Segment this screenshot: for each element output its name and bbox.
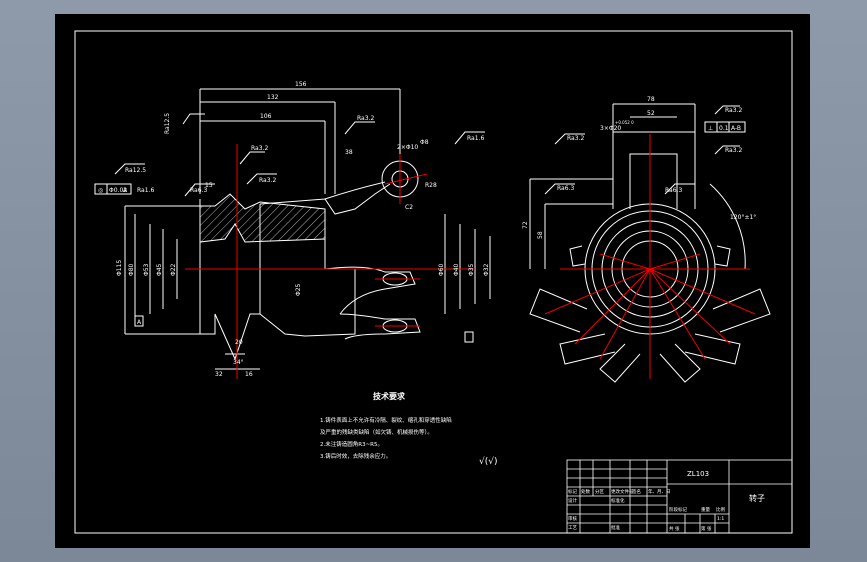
roughness-label: Ra1.6 [467, 135, 484, 142]
tb-label-zone: 分区 [595, 488, 604, 495]
dim-phi80: Φ80 [128, 263, 135, 276]
dim-106: 106 [260, 113, 272, 120]
roughness-label: Ra6.3 [190, 187, 207, 194]
dim-15: 15 [205, 182, 213, 189]
tb-label-weight: 重量 [701, 506, 710, 513]
tb-label-std: 标准化 [611, 497, 625, 504]
roughness-note: √(√) [479, 456, 498, 467]
tb-label-count: 处数 [581, 488, 590, 495]
dim-32: 32 [215, 371, 223, 378]
dim-phi45: Φ45 [156, 263, 163, 276]
roughness-label: Ra3.2 [725, 107, 742, 114]
drawing-sheet: 156 132 106 38 15 20 34° 32 16 R28 2×Φ10… [55, 14, 810, 548]
technical-notes: 技术要求 1.铸件表面上不允许有冷隔、裂纹、缩孔和穿透性缺陷 及严重的残缺类缺陷… [320, 391, 498, 467]
dim-phi40: Φ40 [453, 263, 460, 276]
dim-phi8: Φ8 [420, 139, 429, 146]
dim-phi115: Φ115 [116, 260, 123, 276]
material-code: ZL103 [687, 470, 709, 478]
roughness-label: Ra12.5 [164, 113, 171, 134]
front-centerlines [185, 144, 475, 379]
dim-16: 16 [245, 371, 253, 378]
tb-label-approve: 批准 [611, 524, 620, 531]
dim-phi32: Φ32 [483, 263, 490, 276]
drawing-canvas: 156 132 106 38 15 20 34° 32 16 R28 2×Φ10… [74, 30, 793, 534]
dim-phi25: Φ25 [295, 283, 302, 296]
dim-78: 78 [647, 96, 655, 103]
tb-label-date: 年、月、日 [648, 488, 671, 495]
dim-phi60: Φ60 [438, 263, 445, 276]
tb-label-process: 工艺 [568, 525, 577, 531]
dim-34deg: 34° [233, 359, 244, 366]
inner-frame [74, 30, 793, 534]
roughness-label: Ra3.2 [357, 115, 374, 122]
front-view [94, 88, 491, 370]
part-name: 转子 [749, 493, 765, 503]
dim-c2: C2 [405, 204, 413, 211]
tb-label-stage: 阶段标记 [669, 506, 687, 513]
note-line: 及严重的残缺类缺陷（如欠铸、机械损伤等）。 [320, 428, 433, 436]
tb-label-check: 审核 [568, 515, 577, 522]
dim-20: 20 [235, 339, 243, 346]
roughness-label: Ra6.3 [557, 185, 574, 192]
roughness-label: Ra1.6 [137, 187, 154, 194]
dim-phi22: Φ22 [170, 263, 177, 276]
tolerance-value: 0.1 [719, 125, 729, 132]
tb-label-doc: 更改文件号 [611, 488, 634, 495]
dim-angle: 120°±1° [730, 214, 756, 221]
dim-phi35: Φ35 [468, 263, 475, 276]
dim-156: 156 [295, 81, 307, 88]
tb-scale-value: 1:1 [717, 516, 724, 522]
roughness-label: Ra3.2 [251, 145, 268, 152]
side-dim-text: 78 52 3×Φ20 +0.052 0 72 58 120°±1° Ra3.2… [522, 96, 756, 239]
title-block [566, 459, 793, 534]
tolerance-datum: A-B [731, 125, 741, 132]
tolerance-value: Φ0.02 [109, 187, 127, 194]
dim-r28: R28 [425, 182, 437, 189]
side-centerlines [544, 134, 756, 379]
dim-58: 58 [537, 231, 544, 239]
title-block-text: ZL103 转子 标记 处数 分区 更改文件号 签名 年、月、日 设计 标准化 … [568, 470, 765, 532]
note-line: 3.铸后时效，去除残余应力。 [320, 452, 391, 460]
roughness-label: Ra3.2 [259, 177, 276, 184]
note-line: 2.未注铸造圆角R3~R5。 [320, 440, 383, 448]
tb-sheet-no: 第 张 [701, 525, 712, 532]
dim-52: 52 [647, 110, 655, 117]
tb-label-sign: 签名 [632, 488, 641, 495]
dim-holes: 2×Φ10 [397, 144, 418, 151]
roughness-label: Ra3.2 [567, 135, 584, 142]
tb-label-design: 设计 [568, 497, 577, 504]
roughness-label: Ra3.2 [725, 147, 742, 154]
roughness-label: Ra6.3 [665, 187, 682, 194]
dim-phi53: Φ53 [143, 263, 150, 276]
notes-heading: 技术要求 [373, 391, 406, 401]
roughness-label: Ra12.5 [125, 167, 146, 174]
tolerance-datum: A [123, 187, 128, 194]
tb-label-scale: 比例 [716, 506, 725, 513]
dim-38: 38 [345, 149, 353, 156]
dim-3xphi20: 3×Φ20 [600, 125, 621, 132]
dim-tol-offset: +0.052 0 [615, 120, 634, 125]
tolerance-symbol: ◎ [98, 187, 103, 194]
front-dim-text: 156 132 106 38 15 20 34° 32 16 R28 2×Φ10… [98, 81, 490, 378]
note-line: 1.铸件表面上不允许有冷隔、裂纹、缩孔和穿透性缺陷 [320, 416, 452, 424]
datum-label: A [137, 319, 142, 326]
dim-132: 132 [267, 94, 279, 101]
tolerance-symbol: ⊥ [708, 125, 713, 132]
dim-72: 72 [522, 221, 529, 229]
tb-label-mark: 标记 [568, 488, 577, 495]
tb-sheets-total: 共 张 [669, 525, 680, 532]
